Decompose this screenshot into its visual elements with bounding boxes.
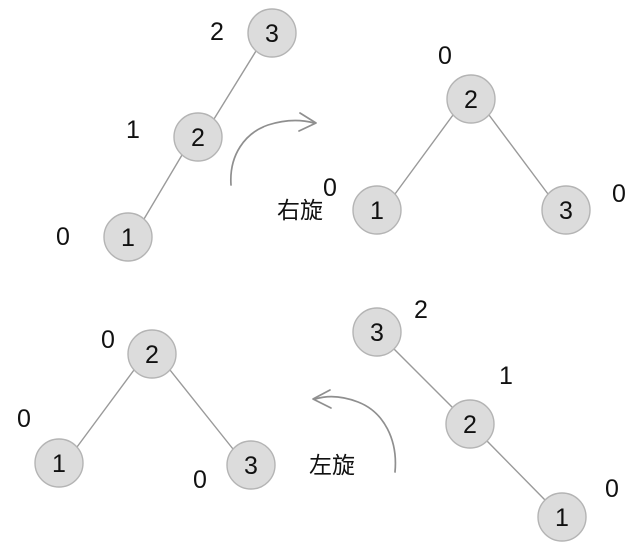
node-top-right-2: 2 xyxy=(446,74,496,124)
node-bottom-left-3: 3 xyxy=(226,440,276,490)
arrow-curve xyxy=(314,395,397,473)
tree-top-left: 3 2 2 1 1 0 xyxy=(56,8,297,262)
node-top-left-1: 1 xyxy=(103,212,153,262)
node-key: 3 xyxy=(265,20,279,48)
edge-3-to-2 xyxy=(213,50,257,120)
right-rotate-label: 右旋 xyxy=(277,197,323,223)
node-circle xyxy=(34,438,84,488)
node-key: 2 xyxy=(463,411,477,439)
node-key: 2 xyxy=(191,124,205,152)
node-key: 3 xyxy=(559,197,573,225)
node-circle xyxy=(445,399,495,449)
balance-factor-label: 0 xyxy=(438,42,452,70)
node-bottom-left-2: 2 xyxy=(127,329,177,379)
left-rotation-arrow: 左旋 xyxy=(309,389,397,478)
balance-factor-label: 0 xyxy=(612,180,626,208)
edge-2-to-1 xyxy=(143,154,183,220)
node-key: 2 xyxy=(464,86,478,114)
node-top-right-1: 1 xyxy=(352,185,402,235)
left-rotate-label: 左旋 xyxy=(309,452,355,478)
node-top-right-3: 3 xyxy=(541,185,591,235)
edge-2-to-3 xyxy=(169,369,234,450)
tree-top-right: 2 0 1 0 3 0 xyxy=(323,42,626,235)
node-circle xyxy=(446,74,496,124)
arrow-curve xyxy=(230,119,315,186)
node-circle xyxy=(537,492,587,542)
balance-factor-label: 0 xyxy=(101,326,115,354)
balance-factor-label: 1 xyxy=(126,116,140,144)
tree-bottom-right: 3 2 2 1 1 0 xyxy=(352,296,619,542)
tree-bottom-left: 2 0 1 0 3 0 xyxy=(17,326,276,494)
node-circle xyxy=(352,307,402,357)
balance-factor-label: 1 xyxy=(499,362,513,390)
node-bottom-left-1: 1 xyxy=(34,438,84,488)
edge-2-to-1 xyxy=(76,369,135,448)
right-rotation-arrow: 右旋 xyxy=(230,112,323,223)
balance-factor-label: 2 xyxy=(210,18,224,46)
node-top-left-3: 3 xyxy=(247,8,297,58)
node-top-left-2: 2 xyxy=(173,112,223,162)
node-circle xyxy=(103,212,153,262)
edge-2-to-1 xyxy=(486,440,546,501)
edge-2-to-1 xyxy=(394,114,454,195)
node-bottom-right-1: 1 xyxy=(537,492,587,542)
node-key: 1 xyxy=(121,224,135,252)
arrow-head-icon xyxy=(298,112,317,132)
node-key: 1 xyxy=(555,504,569,532)
arrow-head-icon xyxy=(312,389,332,409)
balance-factor-label: 0 xyxy=(17,405,31,433)
balance-factor-label: 0 xyxy=(193,466,207,494)
node-key: 3 xyxy=(244,452,258,480)
node-bottom-right-3: 3 xyxy=(352,307,402,357)
node-key: 1 xyxy=(52,450,66,478)
edge-2-to-3 xyxy=(488,114,549,195)
node-circle xyxy=(247,8,297,58)
node-circle xyxy=(173,112,223,162)
node-bottom-right-2: 2 xyxy=(445,399,495,449)
node-key: 2 xyxy=(145,341,159,369)
edge-3-to-2 xyxy=(393,348,454,409)
balance-factor-label: 2 xyxy=(414,296,428,324)
balance-factor-label: 0 xyxy=(56,223,70,251)
node-circle xyxy=(226,440,276,490)
node-circle xyxy=(352,185,402,235)
node-key: 3 xyxy=(370,319,384,347)
node-key: 1 xyxy=(370,197,384,225)
balance-factor-label: 0 xyxy=(605,475,619,503)
balance-factor-label: 0 xyxy=(323,174,337,202)
node-circle xyxy=(127,329,177,379)
node-circle xyxy=(541,185,591,235)
